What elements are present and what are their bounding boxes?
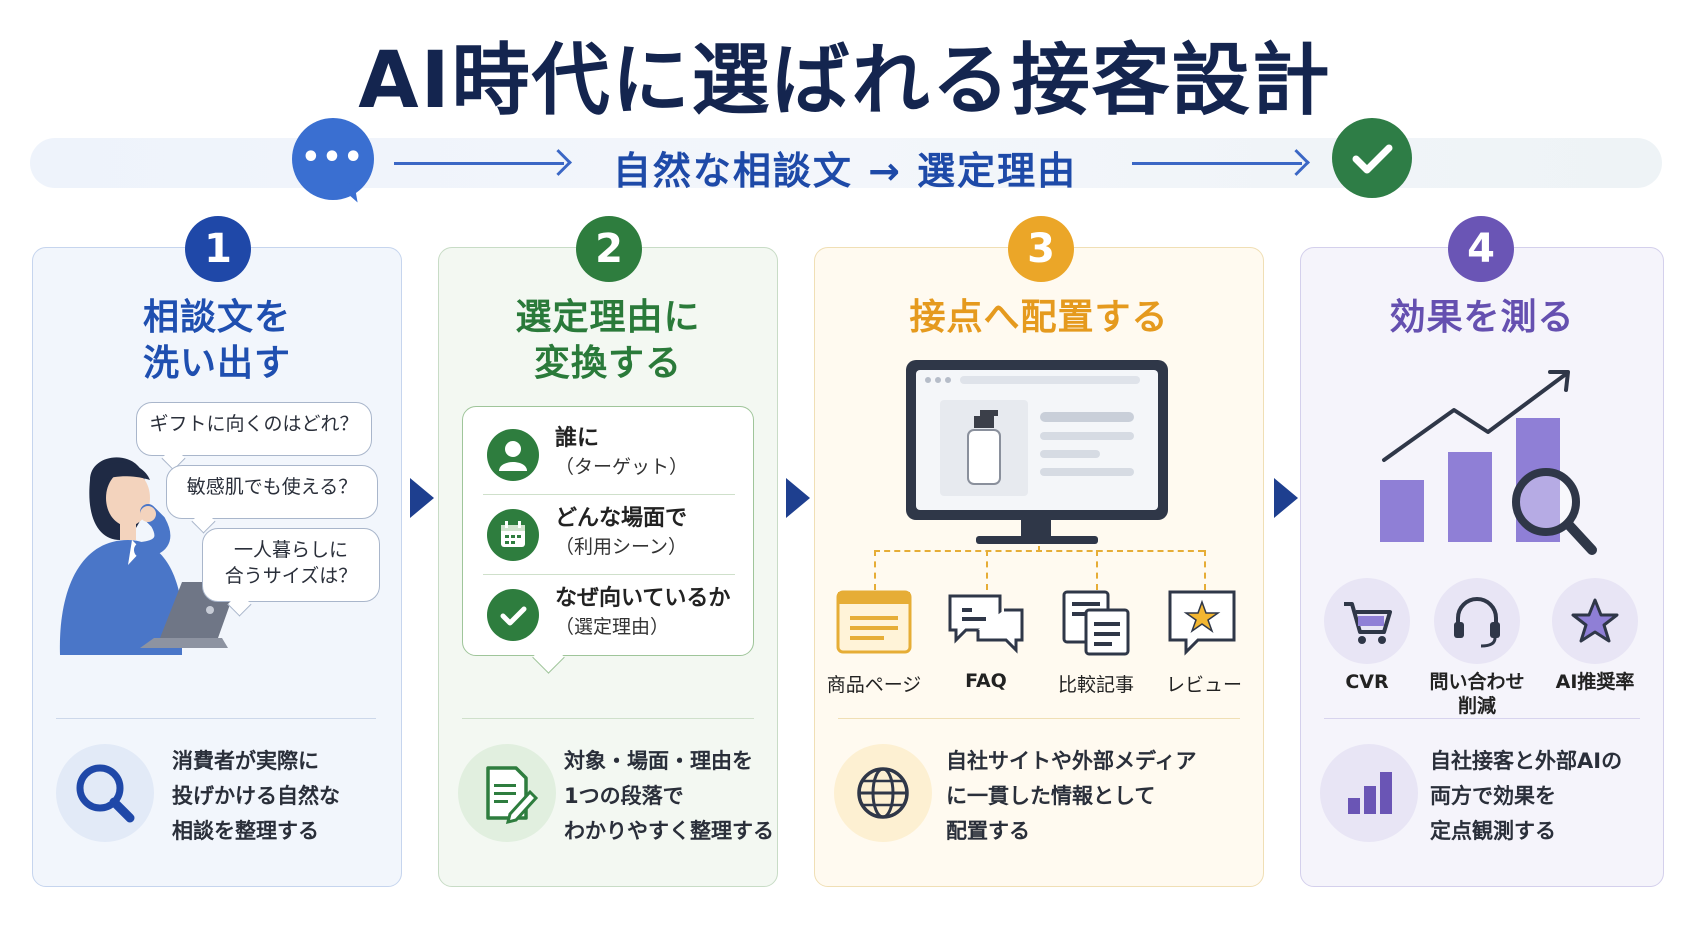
step-number-4: 4 [1448,216,1514,282]
step-number-1: 1 [185,216,251,282]
cart-icon [1344,602,1392,644]
page-title: AI時代に選ばれる接客設計 [358,36,1332,126]
check-icon [487,589,539,641]
connector-stem [1038,546,1040,552]
step-number-2: 2 [576,216,642,282]
flow-arrow-left [394,162,564,165]
faq-icon [948,594,1024,654]
flow-arrow-right [1132,162,1302,165]
comparison-article-icon [1062,590,1130,656]
step-title-2: 選定理由に変換する [515,297,701,384]
panel-row-scene: どんな場面で （利用シーン） [483,494,735,569]
touchpoint-label-product-page: 商品ページ [826,674,922,696]
check-circle-icon [1332,118,1412,198]
ai-recommendation-metric [1552,578,1638,664]
headset-icon [1454,597,1500,648]
flow-text: 自然な相談文 → 選定理由 [612,149,1078,193]
connector-drop-1 [874,550,876,590]
bar-chart-icon [1320,744,1418,842]
monitor-neck [1021,520,1051,540]
chat-bubble-icon: ••• [292,118,374,200]
connector-drop-4 [1204,550,1206,590]
calendar-icon [487,509,539,561]
connector-drop-2 [986,550,988,590]
panel-row-target: 誰に （ターゲット） [483,419,735,489]
touchpoint-label-comparison: 比較記事 [1057,674,1134,696]
selection-reason-panel: 誰に （ターゲット） どんな場面で （利用シーン） なぜ向いているか （選定理由… [462,406,754,656]
touchpoint-label-faq: FAQ [965,670,1007,692]
monitor-illustration [906,360,1168,520]
touchpoint-label-review: レビュー [1165,674,1242,696]
divider-1 [56,718,376,719]
step-title-1: 相談文を洗い出す [142,297,291,384]
cvr-metric [1324,578,1410,664]
growth-chart-illustration [1380,370,1597,555]
divider-2 [462,718,754,719]
inquiry-metric [1434,578,1520,664]
question-bubble-sensitive-skin: 敏感肌でも使える？ [166,465,378,519]
step-arrow-3 [1274,478,1298,518]
person-icon [487,429,539,481]
metric-label-ai-rate: AI推奨率 [1555,671,1635,693]
product-page-icon [836,590,912,654]
step-3-description: 自社サイトや外部メディアに一貫した情報として配置する [946,749,1197,843]
step-title-4: 効果を測る [1389,297,1575,338]
step-arrow-1 [410,478,434,518]
star-icon [1571,598,1619,643]
monitor-base [976,536,1098,544]
divider-4 [1324,718,1640,719]
question-bubble-size: 一人暮らしに合うサイズは？ [202,528,380,602]
step-arrow-2 [786,478,810,518]
step-1-description: 消費者が実際に投げかける自然な相談を整理する [172,749,340,843]
panel-row-reason: なぜ向いているか （選定理由） [483,574,735,649]
review-icon [1168,590,1236,656]
step-title-3: 接点へ配置する [909,297,1169,338]
metric-label-cvr: CVR [1345,671,1389,693]
document-edit-icon [458,744,556,842]
step-4-description: 自社接客と外部AIの両方で効果を定点観測する [1430,749,1623,843]
step-number-3: 3 [1008,216,1074,282]
divider-3 [838,718,1240,719]
metric-label-inquiry: 問い合わせ削減 [1429,671,1525,717]
question-bubble-gift: ギフトに向くのはどれ？ [136,402,372,456]
globe-icon [834,744,932,842]
search-icon [56,744,154,842]
connector-drop-3 [1096,550,1098,590]
